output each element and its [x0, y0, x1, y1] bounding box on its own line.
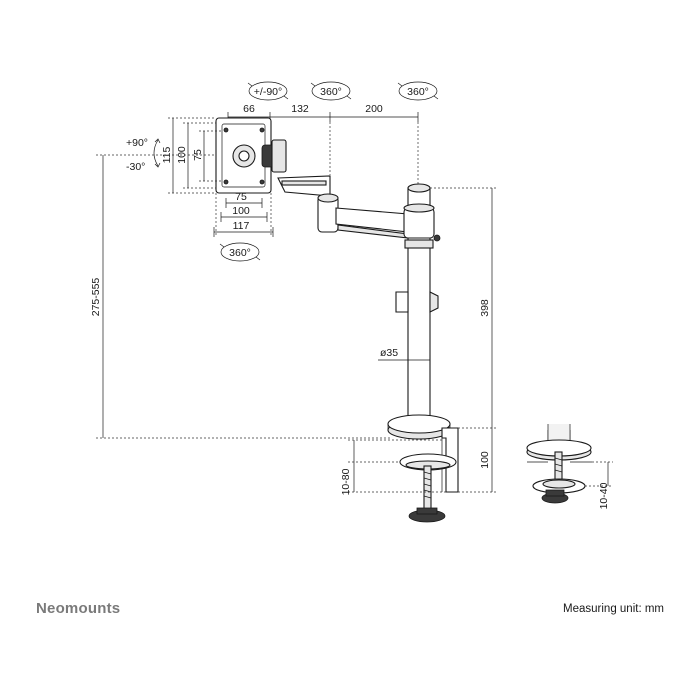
- desk-thickness-dimension: 10-80: [340, 439, 446, 495]
- tilt-rotation-label: +/-90°: [254, 86, 282, 98]
- dim-pole-height: 398: [479, 299, 491, 317]
- dim-pole-diameter: ø35: [380, 347, 398, 359]
- dim-75-horizontal: 75: [235, 191, 247, 203]
- dim-117: 117: [233, 220, 250, 232]
- tilt-rotation-badge: +/-90°: [247, 81, 289, 101]
- dim-66: 66: [243, 103, 255, 115]
- dim-height-range: 275-555: [90, 278, 102, 317]
- height-range-dimension: 275-555: [90, 154, 390, 439]
- grommet-thickness-dimension: 10-40: [585, 461, 613, 509]
- arm-rotation-label-2: 360°: [407, 86, 429, 98]
- arm-rotation-badge-1: 360°: [310, 81, 352, 101]
- dim-100-horizontal: 100: [232, 205, 250, 217]
- vesa-rotation-badge: 360°: [219, 242, 261, 262]
- elbow-joint: [317, 193, 339, 233]
- clamp-height-dimension: 100: [458, 427, 497, 493]
- clamp: [399, 427, 459, 523]
- pole-diameter-dimension: ø35: [378, 347, 431, 365]
- dim-grommet-thickness: 10-40: [598, 482, 610, 509]
- dim-132: 132: [291, 103, 309, 115]
- measuring-unit: Measuring unit: mm: [563, 603, 664, 615]
- vesa-width-dimensions: 75 100 117: [213, 191, 274, 237]
- dim-desk-thickness: 10-80: [340, 468, 352, 495]
- dim-115: 115: [161, 146, 173, 163]
- dim-clamp-height: 100: [479, 451, 491, 469]
- pole-height-dimension: 398: [430, 187, 497, 428]
- cable-clip: [395, 291, 439, 313]
- vesa-rotation-label: 360°: [229, 247, 251, 259]
- grommet-mount-detail: [526, 424, 592, 504]
- base-plate: [387, 414, 451, 440]
- tilt-up-label: +90°: [126, 137, 148, 149]
- first-arm: [277, 175, 331, 197]
- arm-rotation-badge-2: 360°: [397, 81, 439, 101]
- second-arm: [335, 207, 409, 239]
- pole: [403, 183, 441, 425]
- vesa-plate: [215, 117, 287, 194]
- tilt-indicator: +90° -30°: [126, 137, 161, 173]
- dim-200: 200: [365, 103, 383, 115]
- arm-length-dimensions: 66 132 200: [227, 103, 419, 185]
- brand-logo: Neomounts: [36, 600, 121, 617]
- vesa-height-dimensions: 115 100 75: [161, 117, 222, 194]
- tilt-down-label: -30°: [126, 161, 145, 173]
- arm-rotation-label-1: 360°: [320, 86, 342, 98]
